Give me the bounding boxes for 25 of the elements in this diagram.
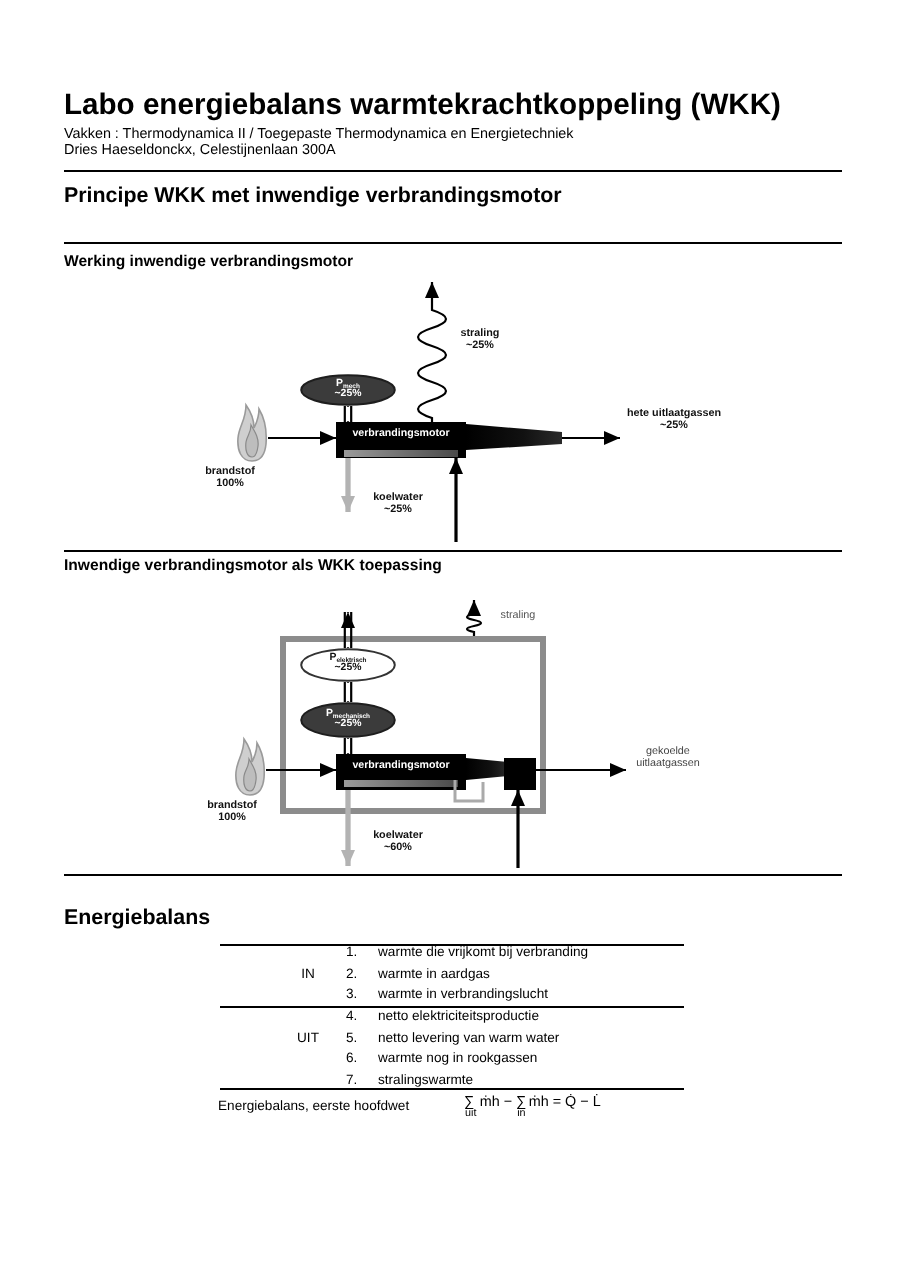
flame-icon (234, 732, 266, 796)
page-title: Labo energiebalans warmtekrachtkoppeling (WKK) (64, 90, 781, 125)
section-heading: Energiebalans (64, 905, 211, 931)
power-ellipse (300, 648, 396, 682)
power-ellipse (300, 374, 396, 406)
arrow (511, 790, 525, 868)
arrow (341, 458, 355, 512)
arrow (562, 431, 620, 445)
arrow (268, 431, 336, 445)
flame-icon (236, 398, 268, 462)
engine-block (336, 754, 536, 790)
arrow (341, 790, 355, 866)
wavy-arrow (417, 282, 447, 422)
wavy-arrow (466, 600, 482, 636)
section-heading: Principe WKK met inwendige verbrandingsmotor (64, 183, 562, 209)
arrow (266, 763, 336, 777)
housing-frame (280, 636, 546, 814)
arrow (449, 458, 463, 542)
double-line (343, 680, 353, 704)
double-line (343, 736, 353, 756)
engine-block (336, 422, 562, 458)
arrow (536, 763, 626, 777)
double-line (343, 404, 353, 424)
power-ellipse (300, 702, 396, 738)
double-arrow (341, 610, 355, 650)
